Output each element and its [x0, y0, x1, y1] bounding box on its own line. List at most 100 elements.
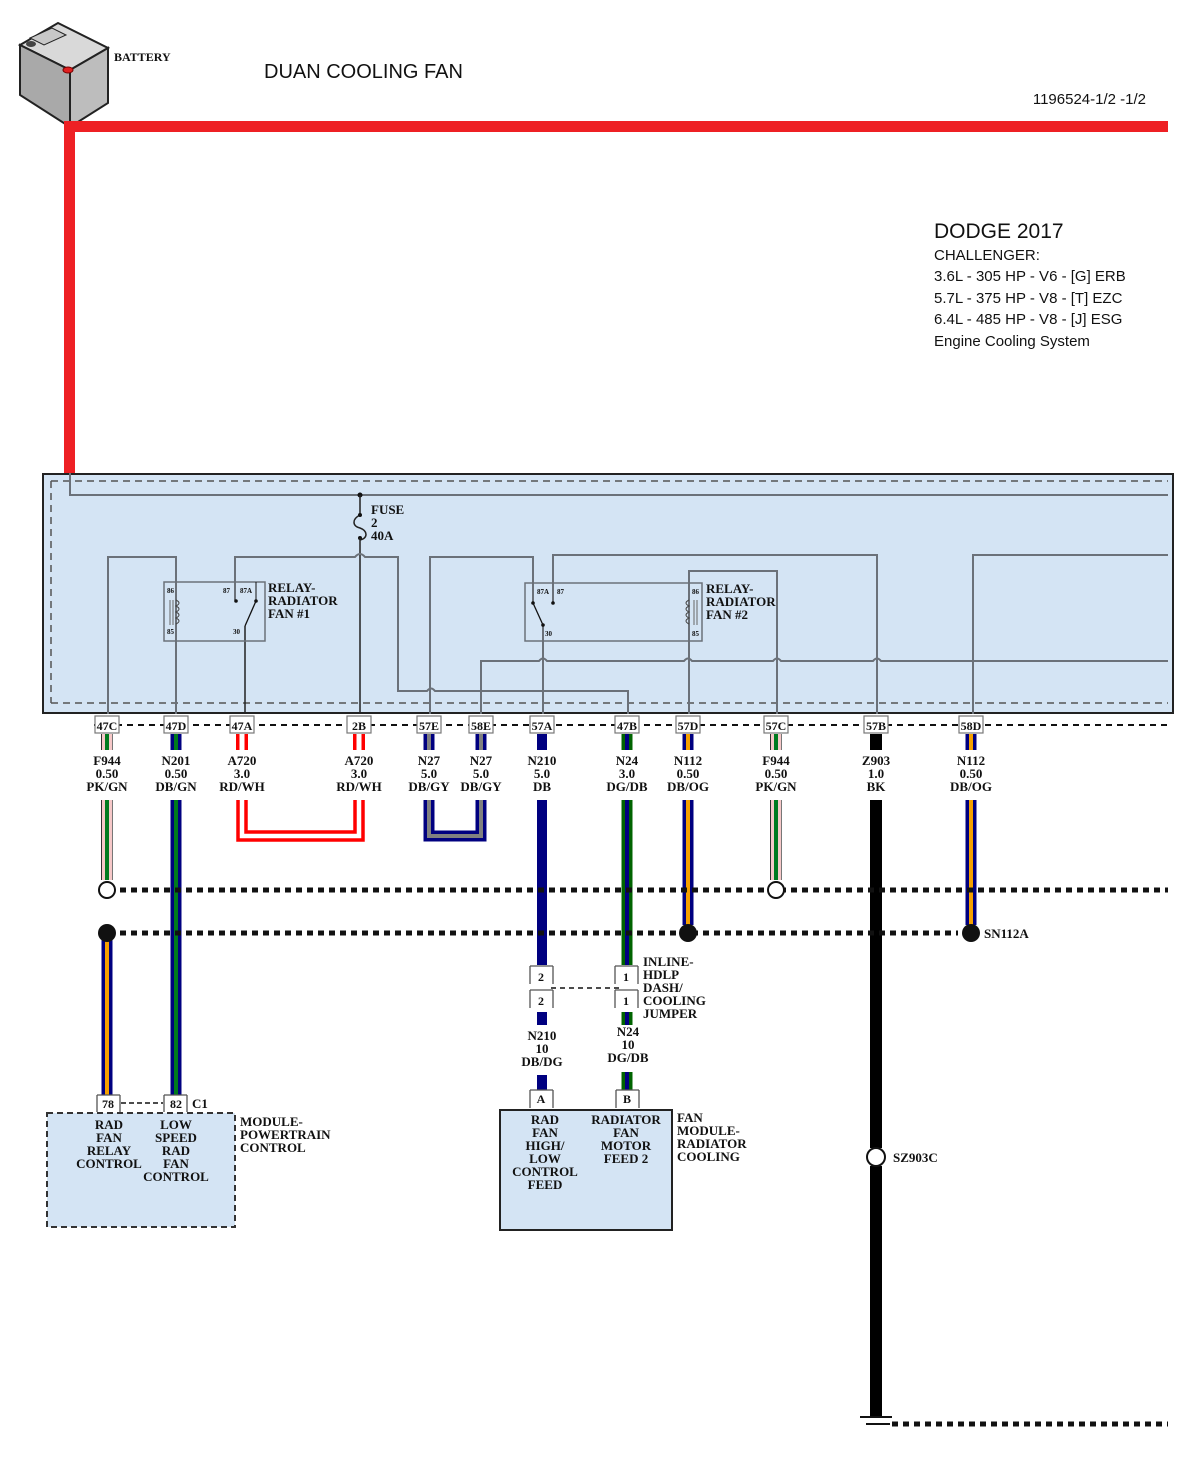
- pcm-pin: 78: [102, 1097, 114, 1111]
- splice-open: [767, 881, 785, 899]
- pin-function: RADIATOR: [591, 1112, 661, 1127]
- circuit-id: Z903: [862, 753, 891, 768]
- pin-id: 57E: [419, 719, 439, 733]
- wire-loop-n27: [423, 800, 487, 842]
- inline-pin: 2: [538, 994, 544, 1008]
- connector-pins: 47CF9440.50PK/GN47DN2010.50DB/GN47AA7203…: [86, 715, 992, 794]
- module-name: COOLING: [677, 1149, 740, 1164]
- module-name: RADIATOR: [677, 1136, 747, 1151]
- inline-connector-name: DASH/: [643, 980, 683, 995]
- vehicle-info: DODGE 2017 CHALLENGER: 3.6L - 305 HP - V…: [934, 220, 1126, 350]
- inline-pin: 2: [538, 970, 544, 984]
- wire-gauge: 5.0: [421, 766, 437, 781]
- wire-loop-a720: [236, 800, 365, 842]
- pin-function: HIGH/: [525, 1138, 564, 1153]
- wire-color: DB/OG: [667, 779, 709, 794]
- wire-segment: [236, 734, 248, 750]
- pin-id: 47D: [166, 719, 187, 733]
- circuit-id: N112: [957, 753, 985, 768]
- battery-feed-wire: [64, 121, 1168, 473]
- pin-function: RAD: [162, 1143, 190, 1158]
- pcm-pin: 82: [170, 1097, 182, 1111]
- splice-closed: [98, 924, 116, 942]
- wire-color: BK: [867, 779, 887, 794]
- relay-name: RELAY-: [706, 581, 753, 596]
- wire-segment: [682, 734, 694, 750]
- relay-pin-label: 87A: [240, 587, 252, 595]
- inline-pin: 1: [623, 970, 629, 984]
- fan-module-pin: B: [623, 1092, 631, 1106]
- pin-box: [94, 715, 120, 734]
- inline-connector-name: INLINE-: [643, 954, 694, 969]
- pin-box: [958, 715, 984, 734]
- vehicle-model: CHALLENGER:: [934, 247, 1040, 264]
- pin-id: 2B: [352, 719, 366, 733]
- inline-connector-name: JUMPER: [643, 1006, 698, 1021]
- relay-name: FAN #1: [268, 606, 310, 621]
- pin-function: FAN: [613, 1125, 639, 1140]
- pin-function: CONTROL: [512, 1164, 578, 1179]
- pin-box: [416, 715, 442, 734]
- inline-connector-name: COOLING: [643, 993, 706, 1008]
- diagram-title: DUAN COOLING FAN: [264, 61, 463, 83]
- pin-function: CONTROL: [143, 1169, 209, 1184]
- wire-segment: [770, 800, 782, 880]
- wire-gauge: 5.0: [534, 766, 550, 781]
- pin-function: SPEED: [155, 1130, 197, 1145]
- circuit-id: F944: [762, 753, 790, 768]
- pin-function: FAN: [96, 1130, 122, 1145]
- module-name: FAN: [677, 1110, 703, 1125]
- circuit-id: N24: [617, 1024, 640, 1039]
- splice-sn112a: [962, 924, 980, 942]
- battery-label: BATTERY: [114, 50, 171, 64]
- pin-box: [468, 715, 494, 734]
- internal-wiring: [69, 473, 1168, 714]
- splice-open: [98, 881, 116, 899]
- wire-segment: [770, 734, 782, 750]
- wire-gauge: 1.0: [868, 766, 884, 781]
- wire-color: DB: [533, 779, 551, 794]
- wire-segment: [101, 940, 113, 1095]
- relay-pin-label: 85: [167, 628, 175, 636]
- wire-gauge: 10: [622, 1037, 635, 1052]
- pin-id: 47B: [617, 719, 637, 733]
- system-name: Engine Cooling System: [934, 333, 1090, 350]
- pin-function: CONTROL: [76, 1156, 142, 1171]
- module-name: MODULE-: [240, 1114, 303, 1129]
- pin-function: FEED: [528, 1177, 563, 1192]
- wire-gauge: 0.50: [960, 766, 983, 781]
- wire-color: DB/GN: [155, 779, 197, 794]
- wire-gauge: 5.0: [473, 766, 489, 781]
- relay-switch-icon: [532, 602, 544, 626]
- wire-segment: [870, 1166, 882, 1418]
- wire-segment: [965, 800, 977, 925]
- pin-box: [863, 715, 889, 734]
- relay-pin-label: 85: [692, 630, 700, 638]
- pin-box: [675, 715, 701, 734]
- splice-sz903c: [866, 1147, 886, 1167]
- wire-gauge: 0.50: [96, 766, 119, 781]
- circuit-id: N210: [528, 1028, 557, 1043]
- relay-pin-label: 86: [692, 588, 700, 596]
- wire-color: DG/DB: [607, 1050, 649, 1065]
- module-name: POWERTRAIN: [240, 1127, 331, 1142]
- pin-id: 47C: [97, 719, 118, 733]
- pin-function: LOW: [160, 1117, 192, 1132]
- wire-color: RD/WH: [336, 779, 382, 794]
- ground-icon: [860, 1416, 892, 1425]
- wire-segment: [682, 800, 694, 925]
- wire-segment: [537, 1012, 547, 1025]
- wire-segment: [537, 1075, 547, 1090]
- wire-segment: [475, 734, 487, 750]
- document-number: 1196524-1/2 -1/2: [1033, 91, 1146, 108]
